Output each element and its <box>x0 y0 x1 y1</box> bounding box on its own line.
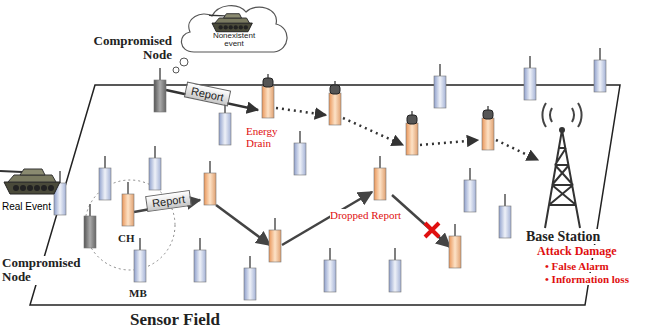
sensor-node <box>262 74 274 118</box>
sensor-nodes <box>54 48 606 300</box>
sensor-node <box>434 64 446 108</box>
sensor-node <box>84 204 96 248</box>
sensor-node <box>99 156 111 200</box>
sensor-node <box>269 218 281 262</box>
damage-heading: Attack Damage <box>537 245 619 258</box>
attacker-label: Compromised Node <box>91 34 172 63</box>
attacker-label: Compromised Node <box>2 256 83 285</box>
sensor-node <box>149 146 161 190</box>
report-arrow <box>343 118 403 145</box>
sensor-node <box>204 161 216 205</box>
sensor-node <box>499 194 511 238</box>
tank-icon <box>209 14 252 32</box>
damage-item: • False Alarm <box>545 260 611 272</box>
sensor-node <box>122 182 134 226</box>
attack-effect: Energy Drain <box>246 125 280 149</box>
damage-item: • Information loss <box>545 273 631 285</box>
sensor-node <box>294 131 306 175</box>
sensor-node <box>219 101 231 145</box>
node-role: MB <box>129 287 149 299</box>
sensor-node <box>406 111 418 155</box>
sensor-node <box>449 224 461 268</box>
node-role: CH <box>118 232 137 244</box>
sensor-node <box>54 171 66 215</box>
sensor-node <box>134 238 146 282</box>
sensor-node <box>482 106 494 150</box>
event-label: Real Event <box>2 201 53 212</box>
report-arrow <box>216 205 270 245</box>
report-paths <box>134 90 538 247</box>
sensor-node <box>194 238 206 282</box>
cloud-outline <box>176 2 292 60</box>
report-label: Report <box>151 193 185 209</box>
sensor-node <box>389 248 401 292</box>
report-arrow <box>276 108 326 115</box>
sensor-node <box>324 248 336 292</box>
sensor-node <box>244 256 256 300</box>
thought-cloud: Nonexistent event <box>176 2 292 60</box>
sensor-node <box>464 168 476 212</box>
sensor-node <box>374 156 386 200</box>
tank-icon <box>0 169 60 194</box>
sensor-node <box>329 81 341 125</box>
drop-mark <box>425 223 439 237</box>
sensor-node <box>594 48 606 92</box>
report-arrow <box>420 140 478 145</box>
sensor-node <box>524 56 536 100</box>
sensor-node <box>154 68 166 112</box>
sensor-field-plane <box>30 85 620 305</box>
thought-bubbles <box>173 58 188 73</box>
attack-effect: Dropped Report <box>330 209 404 221</box>
field-caption: Sensor Field <box>130 311 222 330</box>
report-arrow <box>496 140 538 160</box>
cloud-caption: Nonexistent event <box>204 32 264 49</box>
station-label: Base Station <box>526 229 603 244</box>
base-station-tower <box>542 103 581 228</box>
